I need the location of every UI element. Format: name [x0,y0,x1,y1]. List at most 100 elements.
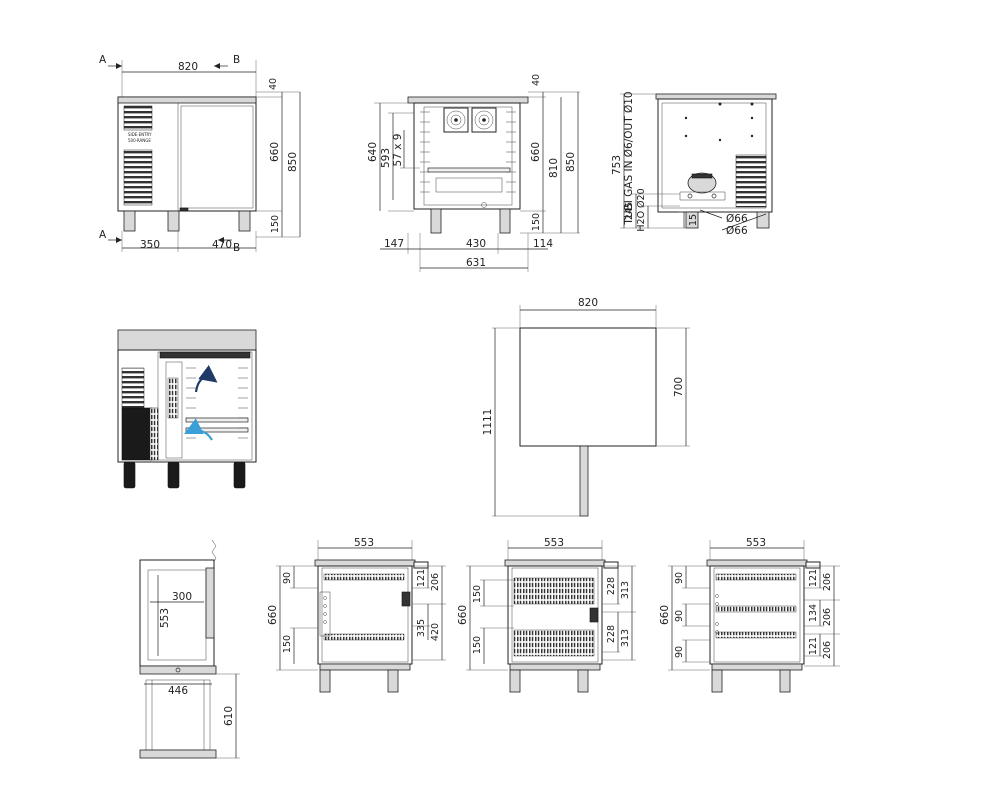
front-leg-1 [123,210,136,232]
interior-foot-3 [233,461,246,489]
section-total-dim: 850 [565,152,577,172]
side-h2o-label: H2O Ø20 [636,188,647,231]
config-c-drawer-bottom [715,631,797,639]
section-left-dim: 147 [384,238,404,250]
section-foot-right [499,208,511,234]
section-view: 640 593 57 x 9 40 660 810 850 150 147 43… [367,74,580,272]
section-center-dim: 430 [466,238,486,250]
config-c-r1: 121 [808,569,819,587]
config-c-foot-left [711,669,723,693]
config-b-r3: 228 [606,625,617,643]
front-leg-2 [167,210,180,232]
front-upper-louvers [123,105,153,131]
side-foot-dim: 15 [688,214,699,226]
interior-foot-1 [123,461,136,489]
airflow-arrow-out [194,365,218,393]
config-c-r4: 206 [822,608,833,626]
config-a-foot-left [319,669,331,693]
config-a-cabinet [317,565,413,665]
config-a-width-dim: 553 [354,537,374,549]
side-h2o-dim: 245 [624,202,635,220]
front-door [180,105,254,209]
interior-worktop [117,329,257,351]
config-c-r5: 121 [808,637,819,655]
side-diameter-1: Ø66 [726,213,748,225]
front-body-dim: 660 [269,142,281,162]
front-right-dim: 470 [212,239,232,251]
front-leg-3 [238,210,251,232]
front-total-dim: 850 [287,152,299,172]
door-base-bottom [139,749,217,759]
section-overall-dim: 631 [466,257,486,269]
interior-upper-louvers [121,367,145,409]
front-worktop [117,96,257,104]
door-detail: 300 553 446 610 [139,539,240,759]
config-b-drawer-top [513,577,595,605]
config-a-total-dim: 660 [267,605,279,625]
front-brand-line1: SIDE·ENTRY [128,132,152,137]
front-left-dim: 350 [140,239,160,251]
config-b-total-dim: 660 [457,605,469,625]
config-a-drawer-bottom [323,633,405,641]
config-b: 553 660 150 150 228 313 228 313 [457,537,636,693]
plan-top-outline [519,327,657,447]
front-brand-line2: 500·RANGE [128,138,151,143]
config-b-top-dim: 150 [472,585,483,603]
interior-view [117,329,257,489]
side-worktop [655,93,777,100]
side-foot-right [756,211,770,229]
section-foot-left [430,208,442,234]
door-base-top [139,665,217,675]
interior-evaporator [167,377,179,419]
section-pitch-dim: 57 x 9 [392,134,404,167]
side-foot-left [685,211,699,229]
config-b-r2: 313 [620,581,631,599]
section-b-top-label: B [233,54,240,66]
door-width-dim: 300 [172,591,192,603]
front-width-dim: 820 [178,61,198,73]
config-a-top-dim: 90 [282,572,293,584]
config-a-bottom-dim: 150 [282,635,293,653]
config-b-width-dim: 553 [544,537,564,549]
front-kick-grille [179,207,189,212]
config-c-bottom-dim: 90 [674,646,685,658]
interior-foot-2 [167,461,180,489]
config-c-r6: 206 [822,641,833,659]
config-c-total-dim: 660 [659,605,671,625]
plan-width-dim: 820 [578,297,598,309]
section-legs-dim: 150 [531,213,542,231]
door-frame [139,559,215,667]
section-shelf [427,167,511,173]
interior-compressor-block [121,407,153,461]
config-c-r2: 206 [822,573,833,591]
airflow-arrow-in [184,418,213,441]
section-shelves-dim: 593 [380,148,392,168]
config-c-top-dim: 90 [674,572,685,584]
config-a: 553 660 90 150 121 206 335 420 [267,537,446,693]
section-a-top-label: A [99,54,107,66]
plan-view: 820 700 1111 [482,297,690,517]
side-tubi-label: TUBI GAS IN Ø6/OUT Ø10 [623,91,635,225]
config-a-foot-right [387,669,399,693]
door-base-height-dim: 610 [223,706,235,726]
config-a-r3: 335 [416,619,427,637]
config-c-cabinet [709,565,805,665]
side-height-dim: 753 [611,155,623,175]
section-mid-dim: 810 [548,158,560,178]
config-c-drawer-mid [715,605,797,613]
front-lower-louvers [123,149,153,206]
door-hinge-panel [205,567,215,639]
config-b-drawer-bottom [513,629,595,657]
config-c-drawer-top [715,573,797,581]
plan-depth-dim: 700 [673,377,685,397]
config-c-width-dim: 553 [746,537,766,549]
front-view: A B A B 820 SIDE·ENTRY 500·RANGE [99,54,301,254]
section-worktop [407,96,529,104]
door-height-dim: 553 [159,608,171,628]
side-view: 753 TUBI GAS IN Ø6/OUT Ø10 245 H2O Ø20 1… [611,91,777,237]
config-c-foot-right [779,669,791,693]
side-condenser [735,154,767,208]
plan-door-swing [579,445,589,517]
config-a-r4: 420 [430,623,441,641]
